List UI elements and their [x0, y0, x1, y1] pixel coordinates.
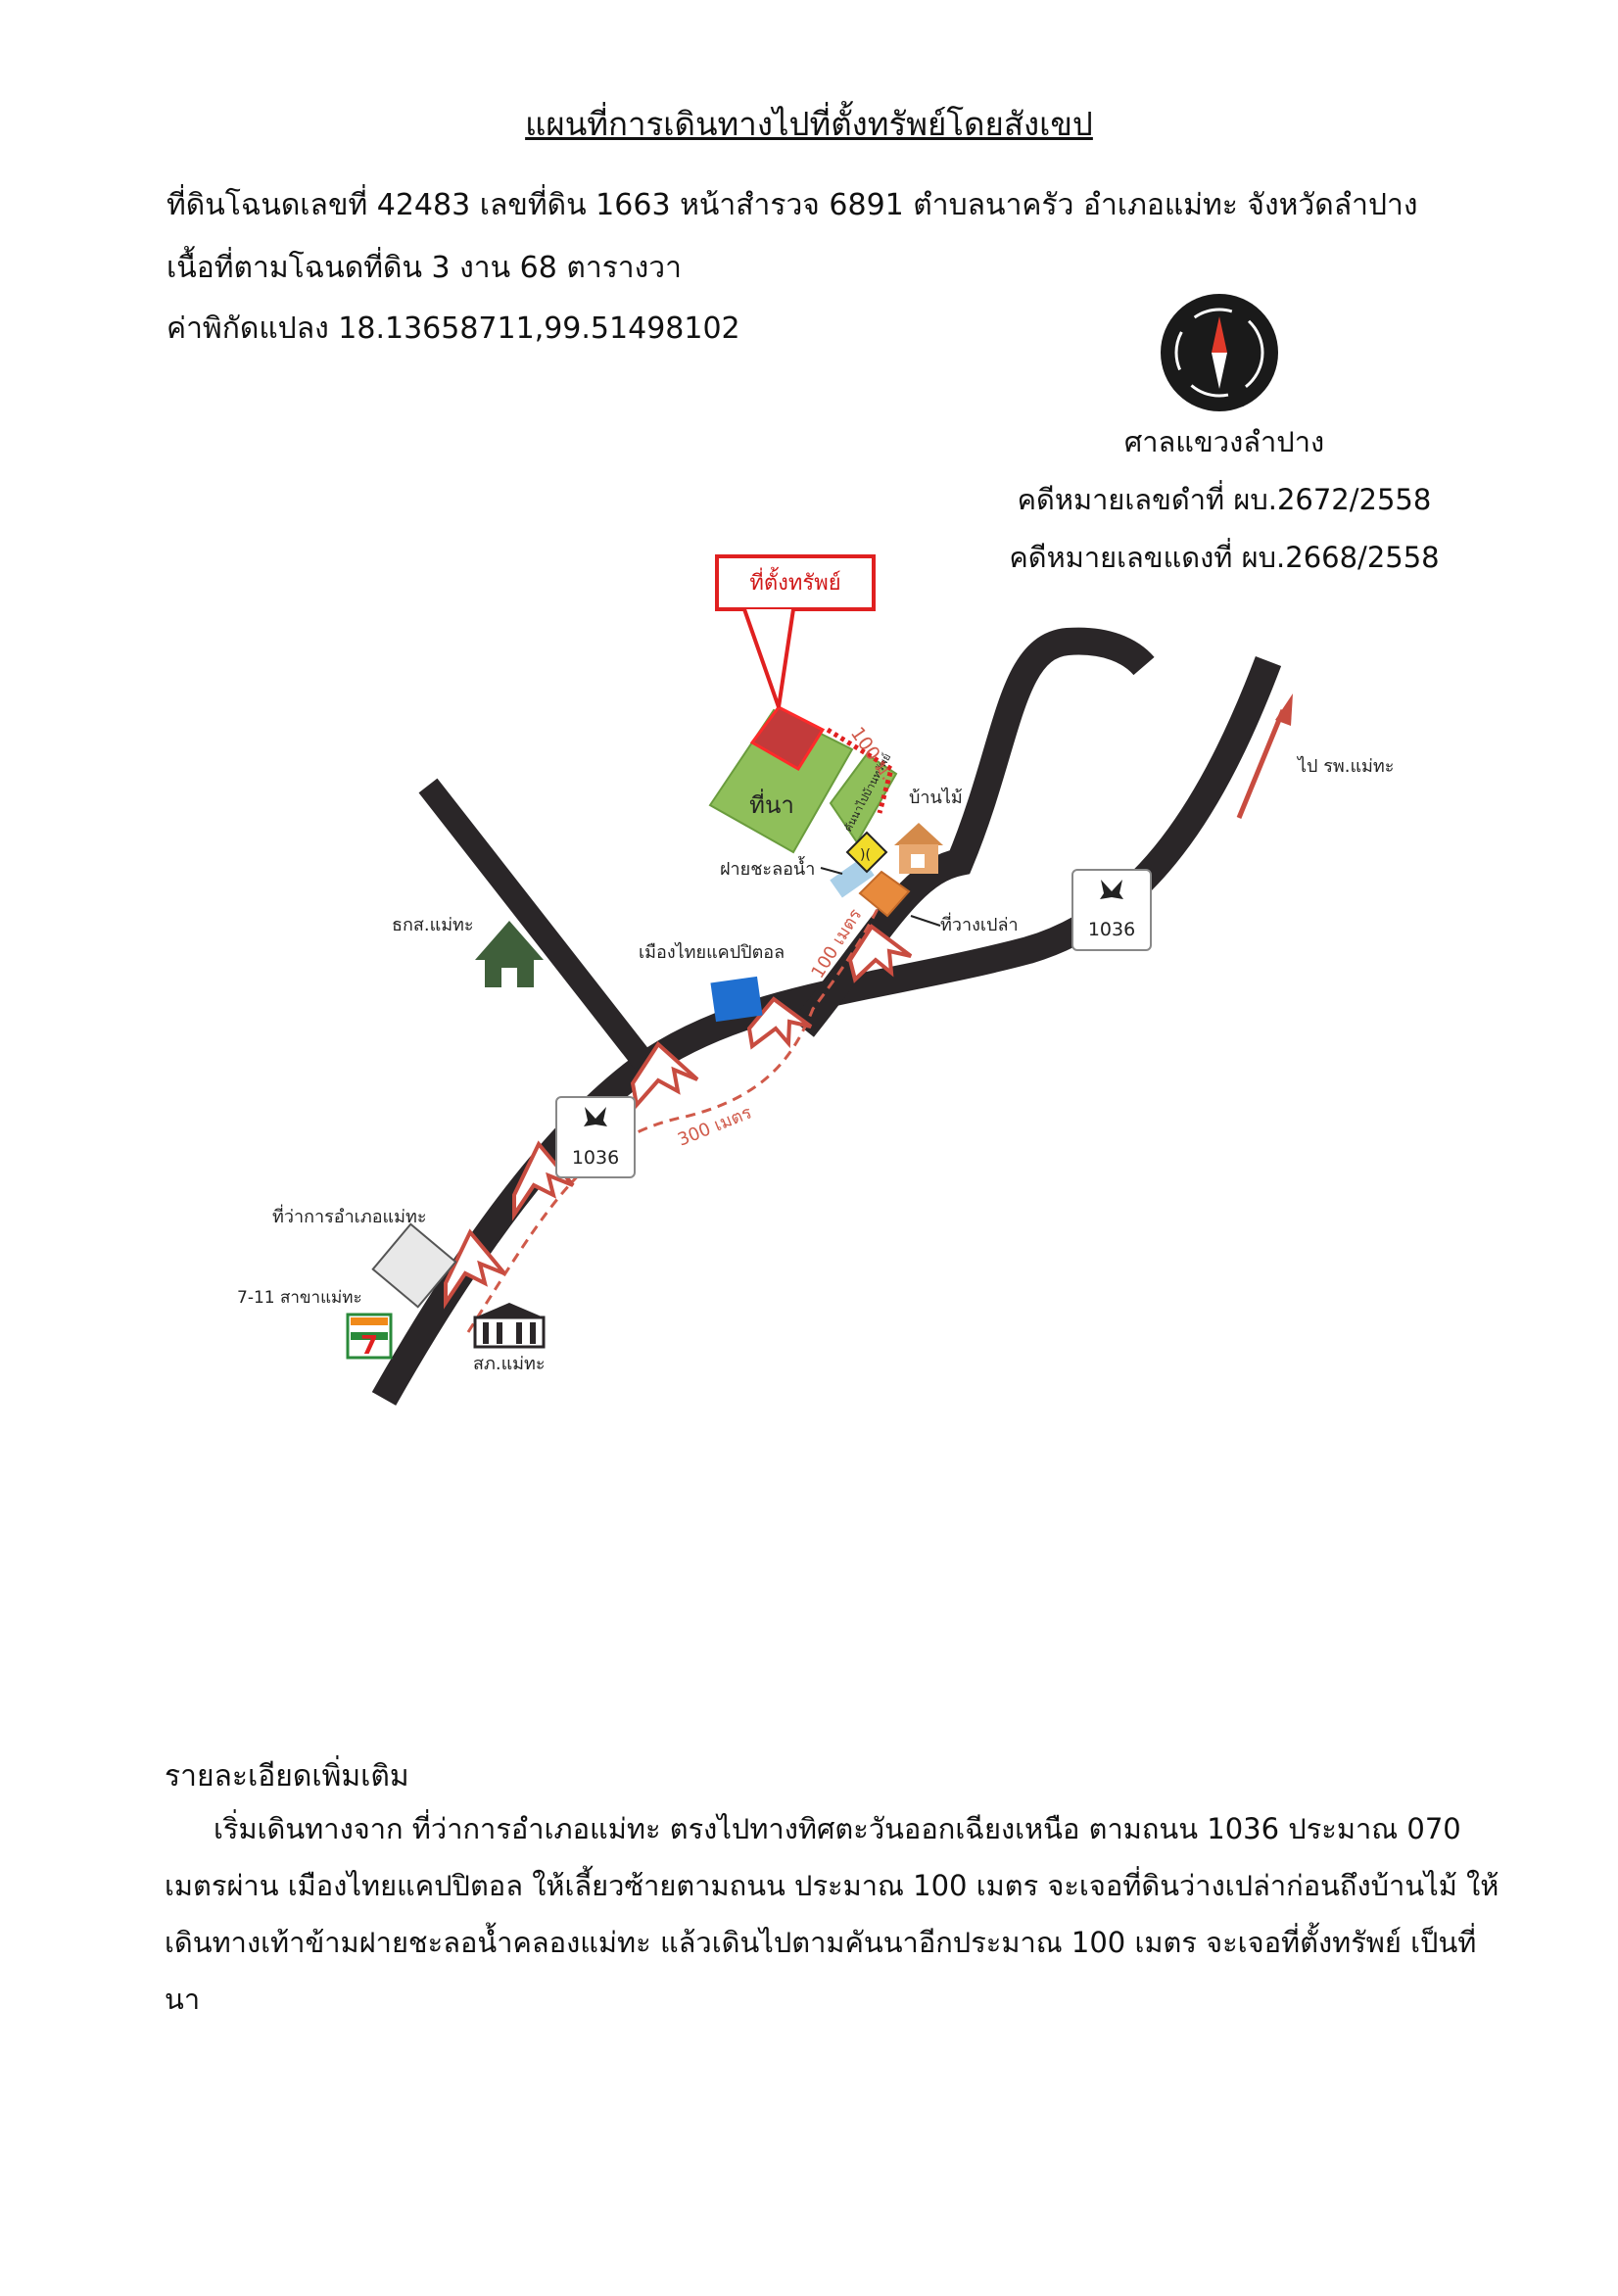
weir-sign-icon	[845, 831, 888, 874]
red-case-number: คดีหมายเลขแดงที่ ผบ.2668/2558	[1009, 541, 1440, 574]
seven-eleven-logo-icon: 7	[346, 1313, 393, 1361]
baac-house-icon	[475, 921, 544, 987]
muang-thai-marker	[710, 976, 763, 1023]
parcel-coordinates: ค่าพิกัดแปลง 18.13658711,99.51498102	[167, 311, 740, 346]
court-name: ศาลแขวงลำปาง	[1123, 425, 1325, 458]
route-arrows	[444, 924, 913, 1310]
seven-eleven-label: 7-11 สาขาแม่ทะ	[237, 1288, 362, 1308]
police-station-label: สภ.แม่ทะ	[473, 1354, 546, 1374]
walking-route	[466, 900, 883, 1333]
vacant-land-parcel	[858, 870, 911, 918]
police-station-icon	[473, 1303, 546, 1349]
weir-label: ฝายชะลอน้ำ	[720, 856, 815, 880]
property-boundary	[826, 727, 894, 814]
baac-road	[418, 778, 658, 1076]
property-parcel	[749, 705, 826, 772]
dist-300-meter-label: 300 เมตร	[675, 1102, 755, 1150]
to-hospital-label: ไป รพ.แม่ทะ	[1296, 755, 1394, 777]
wooden-house-label: บ้านไม้	[909, 787, 963, 808]
compass-icon	[1161, 294, 1278, 411]
route-arrow	[630, 1040, 699, 1110]
property-callout-label: ที่ตั้งทรัพย์	[749, 567, 840, 596]
route-arrow	[512, 1140, 575, 1221]
dirt-path-strip	[829, 752, 898, 844]
field-label: ที่นา	[749, 789, 794, 819]
details-paragraph: เริ่มเดินทางจาก ที่ว่าการอำเภอแม่ทะ ตรงไ…	[165, 1812, 1499, 2016]
callout-pointer	[742, 608, 795, 708]
baac-label: ธกส.แม่ทะ	[392, 915, 474, 935]
district-office-label: ที่ว่าการอำเภอแม่ทะ	[272, 1204, 427, 1227]
weir-sign-mark: )(	[860, 847, 871, 863]
deed-info: ที่ดินโฉนดเลขที่ 42483 เลขที่ดิน 1663 หน…	[167, 188, 1418, 222]
road-sign-number: 1036	[572, 1147, 619, 1169]
wooden-house-icon	[894, 823, 943, 874]
route-arrow	[746, 996, 813, 1050]
road-sign-number: 1036	[1088, 919, 1135, 940]
route-arrow	[847, 924, 913, 983]
vacant-land-label: ที่วางเปล่า	[940, 912, 1019, 935]
property-callout-box	[715, 554, 876, 611]
map-title: แผนที่การเดินทางไปที่ตั้งทรัพย์โดยสังเขป	[525, 105, 1093, 143]
road-sign-1036-east: 1036	[1071, 869, 1152, 951]
land-area: เนื้อที่ตามโฉนดที่ดิน 3 งาน 68 ตารางวา	[167, 251, 682, 285]
route-map: ที่ตั้งทรัพย์ ที่นา คันนาไปบ้านทรัพย์ 10…	[237, 554, 1394, 1406]
side-road	[792, 627, 1155, 1037]
muang-thai-label: เมืองไทยแคปปิตอล	[639, 941, 785, 963]
svg-text:7: 7	[360, 1331, 378, 1361]
details-heading: รายละเอียดเพิ่มเติม	[165, 1759, 409, 1794]
district-office-marker	[371, 1222, 457, 1309]
black-case-number: คดีหมายเลขดำที่ ผบ.2672/2558	[1017, 483, 1432, 516]
route-arrow	[444, 1228, 506, 1310]
road-sign-1036-west: 1036	[555, 1096, 636, 1178]
hospital-direction-arrow	[1236, 709, 1286, 819]
